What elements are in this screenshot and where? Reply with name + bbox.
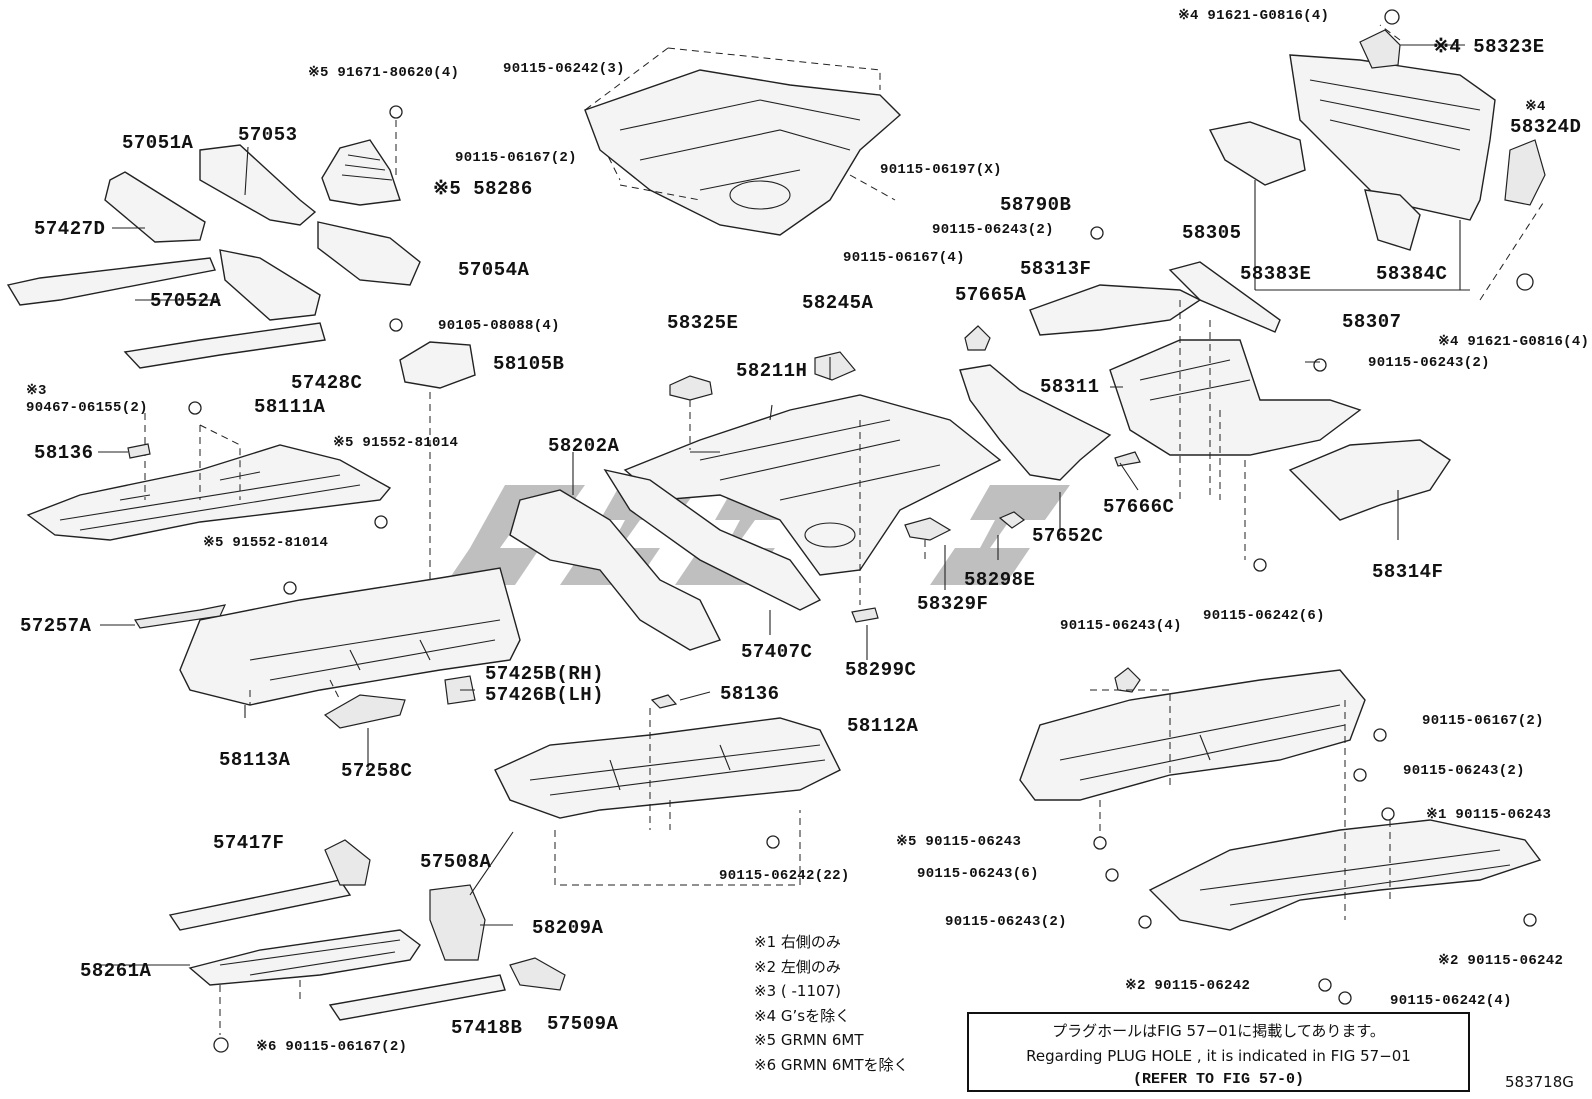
part-label-90115-06167-4: 90115-06167(4) bbox=[843, 250, 965, 266]
front-floor-pan-upper bbox=[584, 47, 902, 236]
part-label-58136-left: 58136 bbox=[34, 442, 94, 464]
part-label-91621-g0816-top: ※4 91621-G0816(4) bbox=[1178, 8, 1330, 24]
part-label-58329f: 58329F bbox=[917, 593, 989, 615]
part-label-58324d: 58324D bbox=[1510, 116, 1582, 138]
part-label-90115-06167-2a: 90115-06167(2) bbox=[455, 150, 577, 166]
part-label-58323e: ※4 58323E bbox=[1433, 36, 1545, 58]
leader-lines bbox=[98, 44, 1470, 966]
part-label-57427d: 57427D bbox=[34, 218, 106, 240]
info-line-english: Regarding PLUG HOLE , it is indicated in… bbox=[1026, 1047, 1411, 1065]
part-label-90467-06155: 90467-06155(2) bbox=[26, 400, 148, 416]
part-label-90115-06167-2c: ※6 90115-06167(2) bbox=[256, 1039, 408, 1055]
part-label-58105b: 58105B bbox=[493, 353, 565, 375]
part-label-57418b: 57418B bbox=[451, 1017, 523, 1039]
part-label-58314f: 58314F bbox=[1372, 561, 1444, 583]
part-label-58261a: 58261A bbox=[80, 960, 152, 982]
info-line-japanese: プラグホールはFIG 57−01に掲載してあります。 bbox=[1052, 1022, 1385, 1040]
plug-hole-info-box: プラグホールはFIG 57−01に掲載してあります。 Regarding PLU… bbox=[967, 1012, 1470, 1092]
part-label-57258c: 57258C bbox=[341, 760, 413, 782]
part-label-57054a: 57054A bbox=[458, 259, 530, 281]
part-label-58305: 58305 bbox=[1182, 222, 1242, 244]
left-upper-members bbox=[6, 105, 476, 580]
part-label-90115-06243-2b: 90115-06243(2) bbox=[932, 222, 1054, 238]
part-label-58313f: 58313F bbox=[1020, 258, 1092, 280]
part-label-58307: 58307 bbox=[1342, 311, 1402, 333]
part-label-58211h: 58211H bbox=[736, 360, 808, 382]
front-floor-right bbox=[494, 694, 841, 886]
part-label-58286: ※5 58286 bbox=[433, 178, 533, 200]
rocker-panels bbox=[168, 839, 566, 1053]
center-floor-tunnel bbox=[509, 351, 1002, 651]
part-label-57666c: 57666C bbox=[1103, 496, 1175, 518]
part-label-58298e: 58298E bbox=[964, 569, 1036, 591]
part-label-57051a: 57051A bbox=[122, 132, 194, 154]
part-label-58202a: 58202A bbox=[548, 435, 620, 457]
part-label-58790b: 58790B bbox=[1000, 194, 1072, 216]
part-label-90115-06243-4: 90115-06243(4) bbox=[1060, 618, 1182, 634]
part-label-57425b: 57425B(RH) bbox=[485, 663, 605, 685]
footnote-4: ※4 G’sを除く bbox=[754, 1006, 851, 1025]
part-label-90115-06242-4: 90115-06242(4) bbox=[1390, 993, 1512, 1009]
part-label-91552-81014-b: ※5 91552-81014 bbox=[203, 535, 329, 551]
footnote-6: ※6 GRMN 6MTを除く bbox=[754, 1055, 909, 1074]
part-label-58209a: 58209A bbox=[532, 917, 604, 939]
part-label-91671-80620: ※5 91671-80620(4) bbox=[308, 65, 460, 81]
part-label-58299c: 58299C bbox=[845, 659, 917, 681]
part-label-91621-g0816-bottom: ※4 91621-G0816(4) bbox=[1438, 334, 1590, 350]
footnote-2: ※2 左側のみ bbox=[754, 957, 841, 976]
part-label-90115-06242-6: 90115-06242(6) bbox=[1203, 608, 1325, 624]
part-label-57426b: 57426B(LH) bbox=[485, 684, 605, 706]
part-label-57257a: 57257A bbox=[20, 615, 92, 637]
part-label-90115-06242-note2-left: ※2 90115-06242 bbox=[1125, 978, 1251, 994]
part-label-57508a: 57508A bbox=[420, 851, 492, 873]
part-label-90115-06243-6: 90115-06243(6) bbox=[917, 866, 1039, 882]
part-label-90115-06243-note5: ※5 90115-06243 bbox=[896, 834, 1022, 850]
part-label-58113a: 58113A bbox=[219, 749, 291, 771]
part-label-90115-06242-22: 90115-06242(22) bbox=[719, 868, 850, 884]
footnote-1: ※1 右側のみ bbox=[754, 933, 841, 951]
part-label-90115-06243-2d: 90115-06243(2) bbox=[945, 914, 1067, 930]
part-label-90115-06167-2b: 90115-06167(2) bbox=[1422, 713, 1544, 729]
part-label-58383e: 58383E bbox=[1240, 263, 1312, 285]
part-label-90115-06243-2a: 90115-06243(2) bbox=[1368, 355, 1490, 371]
rear-floor-lower-assembly bbox=[1019, 667, 1542, 1005]
part-label-57428c: 57428C bbox=[291, 372, 363, 394]
part-label-90115-06243-2c: 90115-06243(2) bbox=[1403, 763, 1525, 779]
part-label-57417f: 57417F bbox=[213, 832, 285, 854]
part-label-90105-08088: 90105-08088(4) bbox=[438, 318, 560, 334]
part-label-57665a: 57665A bbox=[955, 284, 1027, 306]
info-line-refer: (REFER TO FIG 57-0) bbox=[1132, 1071, 1305, 1088]
part-label-90115-06242-3: 90115-06242(3) bbox=[503, 61, 625, 77]
part-label-58112a: 58112A bbox=[847, 715, 919, 737]
footnotes: ※1 右側のみ ※2 左側のみ ※3 ( -1107) ※4 G’sを除く ※5… bbox=[754, 930, 909, 1078]
footnote-3: ※3 ( -1107) bbox=[754, 982, 841, 1001]
part-label-57053: 57053 bbox=[238, 124, 298, 146]
part-label-58384c: 58384C bbox=[1376, 263, 1448, 285]
part-label-57052a: 57052A bbox=[150, 290, 222, 312]
part-label-90115-06242-note2-right: ※2 90115-06242 bbox=[1438, 953, 1564, 969]
part-label-57407c: 57407C bbox=[741, 641, 813, 663]
note-mark-58324d: ※4 bbox=[1525, 99, 1546, 115]
front-floor-left bbox=[26, 401, 392, 595]
figure-id: 583718G bbox=[1505, 1073, 1574, 1091]
part-label-90115-06243-note1: ※1 90115-06243 bbox=[1426, 807, 1552, 823]
front-floor-center bbox=[134, 567, 521, 729]
part-label-58245a: 58245A bbox=[802, 292, 874, 314]
part-label-58136-center: 58136 bbox=[720, 683, 780, 705]
part-label-57652c: 57652C bbox=[1032, 525, 1104, 547]
part-label-58325e: 58325E bbox=[667, 312, 739, 334]
part-label-57509a: 57509A bbox=[547, 1013, 619, 1035]
rear-floor-pan bbox=[959, 9, 1546, 572]
part-label-58311: 58311 bbox=[1040, 376, 1100, 398]
part-label-91552-81014-a: ※5 91552-81014 bbox=[333, 435, 459, 451]
note-mark-90467: ※3 bbox=[26, 383, 47, 399]
part-label-58111a: 58111A bbox=[254, 396, 326, 418]
part-label-90115-06197: 90115-06197(X) bbox=[880, 162, 1002, 178]
footnote-5: ※5 GRMN 6MT bbox=[754, 1031, 864, 1050]
